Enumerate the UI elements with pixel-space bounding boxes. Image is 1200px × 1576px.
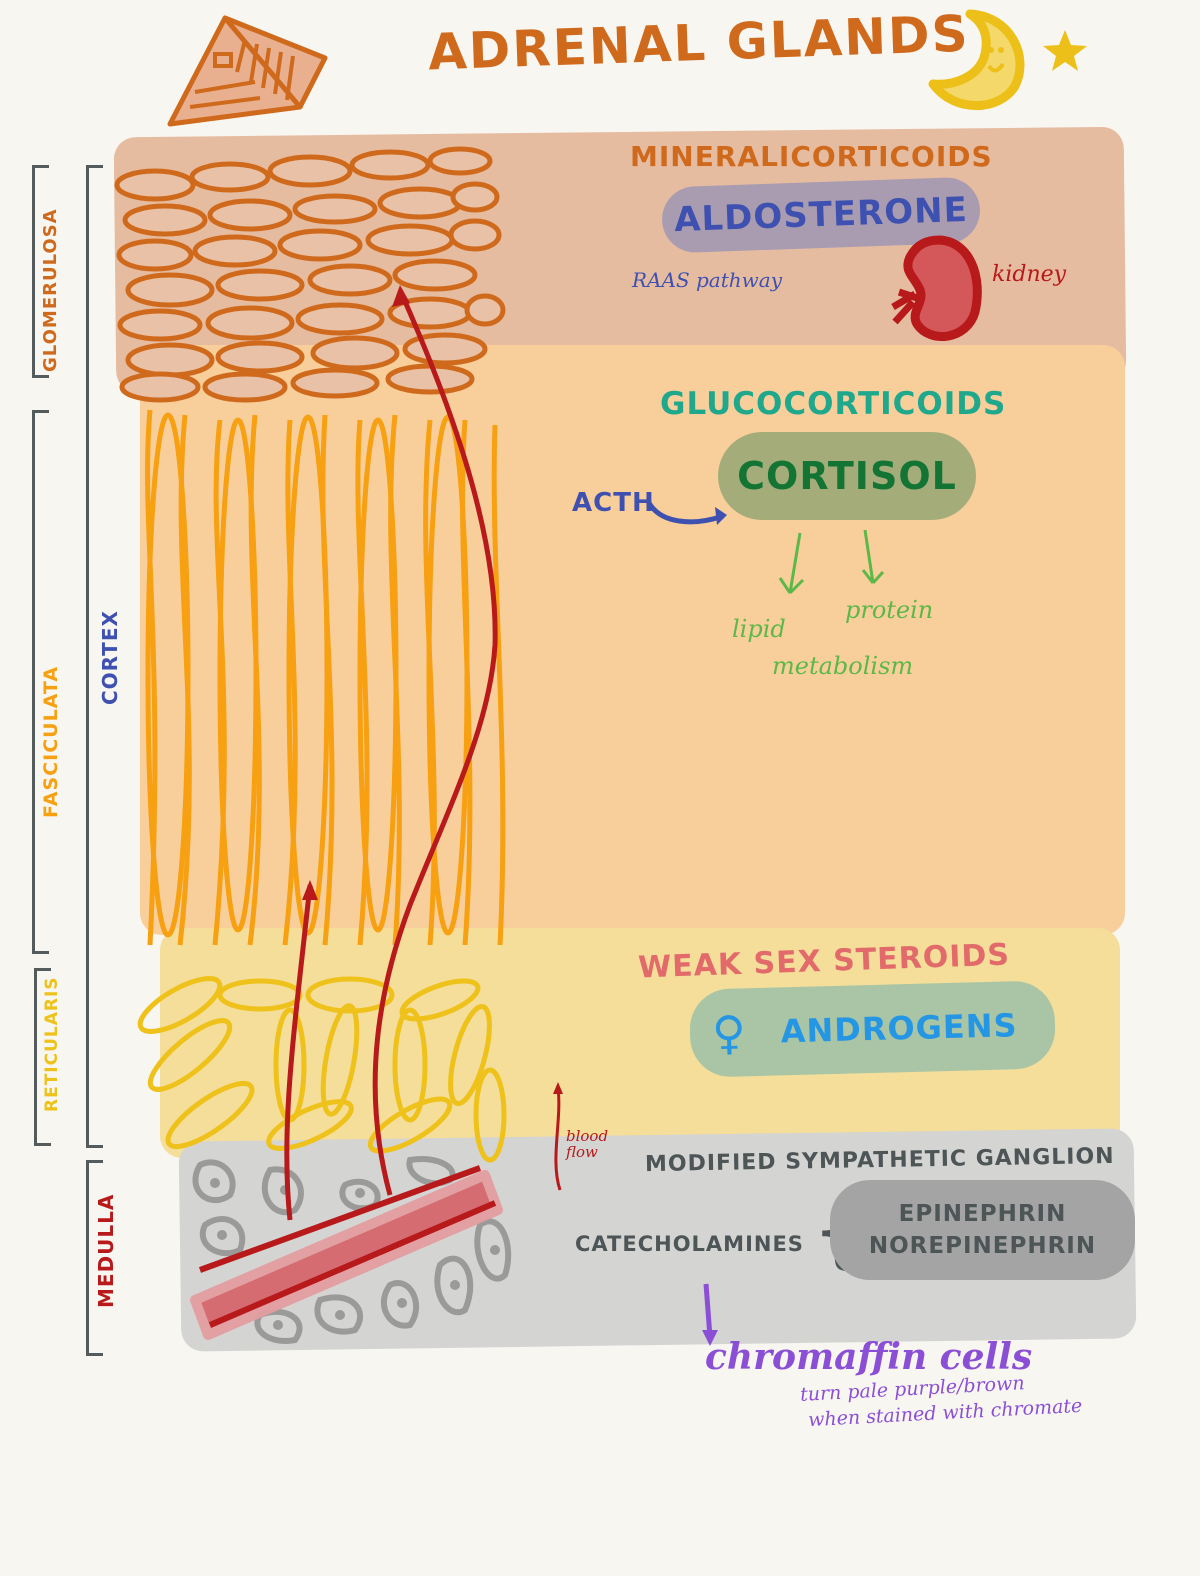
glomerulosa-bracket bbox=[32, 165, 49, 378]
metabolism-arrows-icon bbox=[778, 529, 885, 595]
blood-vessel bbox=[190, 1165, 503, 1340]
glomerulosa-cells bbox=[114, 146, 506, 403]
fasciculata-side-label: FASCICULATA bbox=[40, 665, 62, 818]
epinephrin-label: EPINEPHRIN bbox=[898, 1201, 1067, 1227]
glucocorticoids-heading: GLUCOCORTICOIDS bbox=[660, 386, 1007, 422]
kidney-label: kidney bbox=[992, 262, 1067, 287]
blood-flow-label: blood flow bbox=[566, 1127, 609, 1161]
cortex-histology-drawing bbox=[114, 146, 512, 1344]
protein-label: protein bbox=[845, 596, 934, 624]
catecholamines-label: CATECHOLAMINES bbox=[575, 1232, 804, 1256]
capillaries bbox=[284, 288, 498, 1221]
chromaffin-cells-label: chromaffin cells bbox=[705, 1336, 1033, 1378]
reticularis-side-label: RETICULARIS bbox=[42, 976, 62, 1112]
reticularis-bracket bbox=[34, 968, 51, 1146]
lipid-label: lipid bbox=[732, 615, 786, 643]
moon-icon bbox=[928, 9, 1025, 110]
norepinephrin-label: NOREPINEPHRIN bbox=[868, 1233, 1097, 1259]
female-symbol-icon: ♀ bbox=[711, 1005, 748, 1061]
metabolism-label: metabolism bbox=[772, 652, 914, 680]
blood-flow-arrow-icon bbox=[553, 1082, 563, 1191]
fasciculata-cells bbox=[145, 409, 506, 946]
androgens-label: ANDROGENS bbox=[780, 1006, 1019, 1051]
kidney-icon bbox=[891, 235, 982, 341]
reticularis-cells bbox=[137, 976, 507, 1163]
androgens-pill: ♀ ANDROGENS bbox=[688, 980, 1057, 1078]
mineralocorticoids-heading: MINERALICORTICOIDS bbox=[630, 140, 993, 173]
page-title: ADRENAL GLANDS bbox=[427, 4, 971, 82]
chromaffin-arrow-icon bbox=[702, 1283, 718, 1346]
raas-pathway-note: RAAS pathway bbox=[632, 268, 782, 292]
acth-arrow-icon bbox=[645, 499, 727, 525]
medulla-cells bbox=[192, 1156, 512, 1344]
cortex-bracket bbox=[86, 165, 103, 1148]
medulla-bracket bbox=[86, 1160, 103, 1356]
fasciculata-bracket bbox=[32, 410, 49, 954]
cortisol-label: CORTISOL bbox=[737, 454, 957, 498]
acth-label: ACTH bbox=[572, 488, 655, 518]
catecholamines-pill: EPINEPHRIN NOREPINEPHRIN bbox=[830, 1180, 1135, 1280]
glomerulosa-side-label: GLOMERULOSA bbox=[40, 208, 61, 372]
pyramid-icon bbox=[167, 15, 328, 127]
star-icon bbox=[1043, 30, 1087, 71]
cortisol-pill: CORTISOL bbox=[718, 432, 976, 520]
